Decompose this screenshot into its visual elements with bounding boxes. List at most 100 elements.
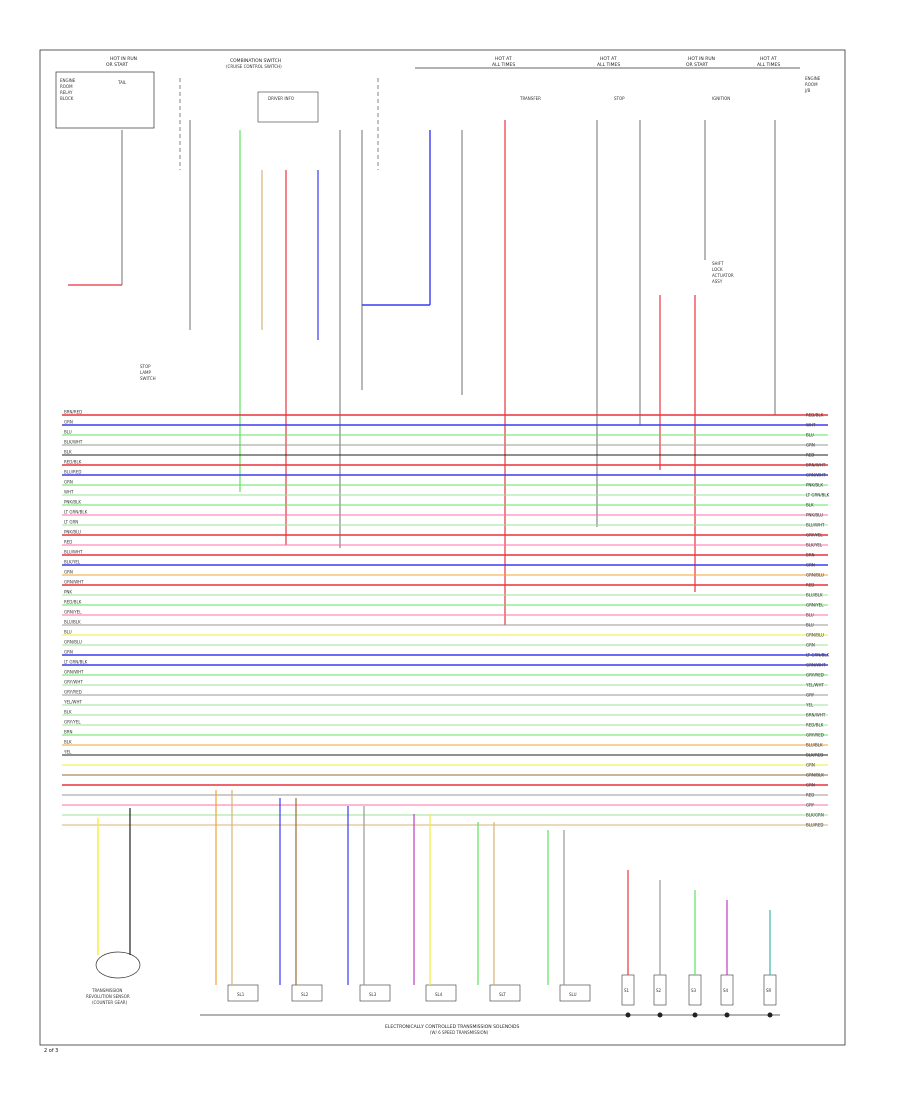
solenoid-box bbox=[489, 984, 521, 1002]
small-solenoid-name: SR bbox=[766, 988, 772, 993]
wire-label-left: LT GRN bbox=[64, 520, 78, 525]
wire-label-right: PNK/BLK bbox=[806, 483, 823, 488]
page-reference: 2 of 3 bbox=[44, 1048, 58, 1054]
wire-label-right: YEL/WHT bbox=[805, 683, 825, 688]
wire-label-left: RED/BLK bbox=[64, 600, 82, 605]
wire-label-right: LT GRN/BLK bbox=[806, 653, 830, 658]
wire-label-right: BLK/RED bbox=[806, 753, 823, 758]
wire-label-right: BLU/RED bbox=[806, 823, 823, 828]
relay-box-label-4: BLOCK bbox=[60, 96, 74, 101]
wire-label-right: YEL bbox=[805, 703, 814, 708]
wire-label-right: RED/BLK bbox=[806, 723, 824, 728]
sensor-label-3: (COUNTER GEAR) bbox=[92, 1000, 128, 1005]
cruise-switch-box bbox=[257, 91, 319, 123]
wire-label-left: GRN/BLU bbox=[64, 640, 82, 645]
ground-point bbox=[625, 1012, 631, 1018]
sensor-label-1: TRANSMISSION bbox=[91, 988, 122, 993]
wire-label-right: BLK/YEL bbox=[806, 543, 823, 548]
wire-label-left: GRN bbox=[64, 650, 73, 655]
wire-label-left: LT GRN/BLK bbox=[64, 510, 88, 515]
solenoid-name: SL4 bbox=[435, 992, 443, 997]
wire-harness: RED/BLKBRN/REDWHTGRNBLUBLUGRNBLK/WHTREDB… bbox=[62, 410, 830, 828]
shift-lock-label-4: ASSY bbox=[712, 279, 723, 284]
relay-box-label-1: ENGINE bbox=[60, 78, 76, 83]
wire-label-left: BLU bbox=[64, 430, 72, 435]
shift-lock-label-3: ACTUATOR bbox=[712, 273, 734, 278]
fuse-label-2: HOT AT bbox=[600, 56, 617, 62]
solenoid-name: SL1 bbox=[237, 992, 245, 997]
wire-label-right: GRN bbox=[806, 763, 815, 768]
wire-label-left: BRN/RED bbox=[64, 410, 82, 415]
wire-label-left: LT GRN/BLK bbox=[64, 660, 88, 665]
fuse-label-2b: ALL TIMES bbox=[597, 62, 620, 68]
wire-label-right: RED bbox=[806, 583, 814, 588]
wire-label-right: GRN/WHT bbox=[806, 663, 826, 668]
stop-lamp-label-1: STOP bbox=[140, 364, 151, 369]
engine-room-relay-box bbox=[55, 71, 155, 129]
small-solenoid-name: S3 bbox=[691, 988, 697, 993]
small-solenoid-name: S2 bbox=[656, 988, 662, 993]
wire-label-right: PNK/BLU bbox=[806, 513, 823, 518]
transfer-label: TRANSFER bbox=[519, 96, 541, 101]
fuse-label-5b: OR START bbox=[106, 62, 128, 68]
fuse-label-1: HOT AT bbox=[495, 56, 512, 62]
wire-label-left: YEL bbox=[63, 750, 72, 755]
wire-label-right: GRN/BLK bbox=[806, 773, 824, 778]
ignition-label: IGNITION bbox=[712, 96, 730, 101]
wire-label-left: GRN/WHT bbox=[64, 580, 84, 585]
wire-label-right: GRN/BLU bbox=[806, 633, 824, 638]
wire-label-right: GRY bbox=[806, 803, 815, 808]
wire-label-left: BLU bbox=[64, 630, 72, 635]
ground-point bbox=[767, 1012, 773, 1018]
solenoid-box bbox=[425, 984, 457, 1002]
wire-label-right: WHT bbox=[806, 423, 816, 428]
solenoid-box bbox=[227, 984, 259, 1002]
wire-label-right: RED bbox=[806, 793, 814, 798]
wire-label-left: BLK bbox=[64, 740, 72, 745]
solenoid-box bbox=[559, 984, 591, 1002]
wire-label-left: BLU/RED bbox=[64, 470, 81, 475]
wire-label-left: GRN/YEL bbox=[64, 610, 82, 615]
wire-label-right: BRN/WHT bbox=[806, 713, 826, 718]
solenoid-box bbox=[291, 984, 323, 1002]
right-box-label-2: ROOM bbox=[805, 82, 818, 87]
ground-point bbox=[657, 1012, 663, 1018]
ground-point bbox=[692, 1012, 698, 1018]
wire-label-left: WHT bbox=[64, 490, 74, 495]
relay-box-label-2: ROOM bbox=[60, 84, 73, 89]
wire-label-left: PNK/BLU bbox=[64, 530, 81, 535]
wire-label-right: BLU/BLK bbox=[806, 743, 823, 748]
wire-label-right: GRN bbox=[806, 443, 815, 448]
solenoid-label: ELECTRONICALLY CONTROLLED TRANSMISSION S… bbox=[385, 1024, 520, 1030]
small-solenoid-name: S1 bbox=[624, 988, 630, 993]
wire-label-right: GRN bbox=[806, 563, 815, 568]
wire-label-left: BRN bbox=[64, 730, 73, 735]
right-box-label-3: J/B bbox=[804, 88, 811, 93]
wire-label-right: BLU bbox=[806, 613, 814, 618]
driver-info-label: DRIVER INFO bbox=[268, 96, 294, 101]
wire-label-right: RED bbox=[806, 453, 814, 458]
relay-box-label-3: RELAY bbox=[60, 90, 73, 95]
wire-label-right: GRN/WHT bbox=[806, 473, 826, 478]
fuse-label-5: HOT IN RUN bbox=[110, 56, 137, 62]
wire-label-left: GRY/YEL bbox=[64, 720, 81, 725]
wire-label-right: LT GRN/BLK bbox=[806, 493, 830, 498]
solenoid-name: SLU bbox=[569, 992, 577, 997]
wire-label-right: BLU/BLK bbox=[806, 593, 823, 598]
wire-label-left: GRN bbox=[64, 480, 73, 485]
wire-label-right: GRN bbox=[806, 643, 815, 648]
stop-lamp-label-2: LAMP bbox=[140, 370, 152, 375]
wire-label-left: RED bbox=[64, 540, 72, 545]
wire-label-right: BRN/WHT bbox=[806, 463, 826, 468]
fuse-label-3b: OR START bbox=[686, 62, 708, 68]
wire-label-right: GRN/BLU bbox=[806, 573, 824, 578]
wire-label-left: GRY/RED bbox=[64, 690, 82, 695]
wire-label-right: RED/BLK bbox=[806, 413, 824, 418]
wire-label-right: BRN bbox=[806, 553, 815, 558]
solenoid-name: SLT bbox=[499, 992, 506, 997]
wire-label-left: BLK/YEL bbox=[64, 560, 81, 565]
wire-label-left: PNK bbox=[64, 590, 72, 595]
diagram-border bbox=[39, 49, 846, 1046]
wire-label-left: PNK/BLK bbox=[64, 500, 81, 505]
